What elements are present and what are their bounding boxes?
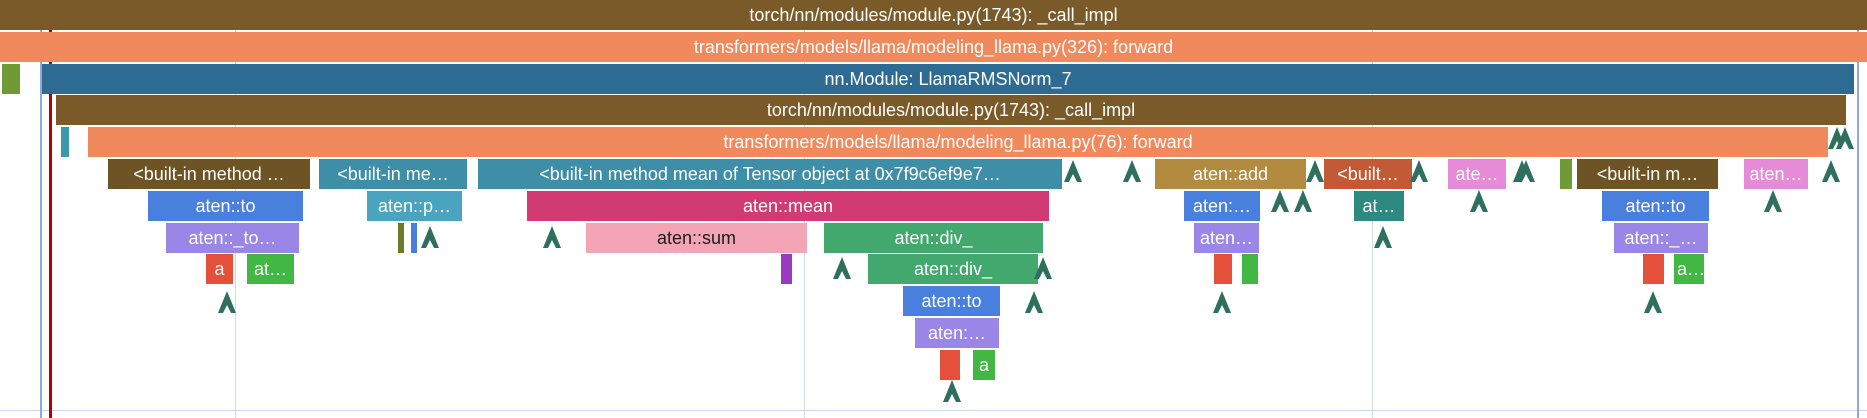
trace-slice-r6-aten-dots-1[interactable]: aten:… <box>1184 191 1260 221</box>
trace-slice-r5-small-green[interactable] <box>1560 159 1572 189</box>
trace-slice-r8-a-1[interactable]: a <box>206 254 233 284</box>
trace-slice-r7-aten-div-1[interactable]: aten::div_ <box>824 223 1043 253</box>
flow-arrow-icon[interactable] <box>1123 160 1141 182</box>
trace-slice-r6-aten-to-1[interactable]: aten::to <box>148 191 303 221</box>
trace-slice-r7-aten-2[interactable]: aten… <box>1194 223 1259 253</box>
flow-arrow-icon[interactable] <box>1644 291 1662 313</box>
flow-arrow-icon[interactable] <box>1064 160 1082 182</box>
trace-slice-r6-at[interactable]: at… <box>1354 191 1404 221</box>
trace-slice-r7-small-blue[interactable] <box>411 223 417 253</box>
trace-slice-r8-red-2[interactable] <box>1214 254 1232 284</box>
timeline-marker-line <box>49 0 52 418</box>
trace-slice-r8-small-purple[interactable] <box>781 254 792 284</box>
flow-arrow-icon[interactable] <box>1271 190 1289 212</box>
trace-slice-r1-forward[interactable]: transformers/models/llama/modeling_llama… <box>0 32 1867 62</box>
trace-slice-r6-aten-mean[interactable]: aten::mean <box>527 191 1049 221</box>
trace-slice-r4-small[interactable] <box>61 127 69 157</box>
timeline-marker-line <box>1857 0 1859 418</box>
timeline-marker-line <box>40 0 42 418</box>
trace-slice-r7-aten-to-2[interactable]: aten::_… <box>1614 223 1708 253</box>
trace-slice-r5-builtin-2[interactable]: <built-in me… <box>319 159 467 189</box>
trace-slice-r8-at-1[interactable]: at… <box>247 254 294 284</box>
trace-slice-r0-call-impl[interactable]: torch/nn/modules/module.py(1743): _call_… <box>0 0 1867 30</box>
flow-arrow-icon[interactable] <box>1306 160 1324 182</box>
flow-arrow-icon[interactable] <box>1294 190 1312 212</box>
flow-arrow-icon[interactable] <box>833 257 851 279</box>
trace-slice-r7-small-olive[interactable] <box>398 223 404 253</box>
flow-arrow-icon[interactable] <box>1213 291 1231 313</box>
flow-arrow-icon[interactable] <box>943 380 961 402</box>
trace-slice-r8-red-3[interactable] <box>1643 254 1664 284</box>
trace-slice-r5-builtin-mean[interactable]: <built-in method mean of Tensor object a… <box>478 159 1062 189</box>
trace-slice-r4-forward[interactable]: transformers/models/llama/modeling_llama… <box>88 127 1828 157</box>
trace-slice-r7-aten-to-1[interactable]: aten::_to… <box>166 223 299 253</box>
trace-slice-r5-aten-2[interactable]: aten… <box>1744 159 1808 189</box>
trace-slice-r5-aten-add[interactable]: aten::add <box>1155 159 1306 189</box>
flow-arrow-icon[interactable] <box>1517 160 1535 182</box>
trace-slice-r6-aten-to-2[interactable]: aten::to <box>1602 191 1709 221</box>
flow-arrow-icon[interactable] <box>1822 160 1840 182</box>
flow-arrow-icon[interactable] <box>1470 190 1488 212</box>
trace-slice-r6-aten-p[interactable]: aten::p… <box>367 191 462 221</box>
flow-arrow-icon[interactable] <box>1034 257 1052 279</box>
trace-slice-r7-aten-sum[interactable]: aten::sum <box>586 223 807 253</box>
trace-slice-r11-a[interactable]: a <box>973 350 995 380</box>
trace-slice-r11-red[interactable] <box>940 350 960 380</box>
trace-slice-r8-aten-div-2[interactable]: aten::div_ <box>868 254 1038 284</box>
flow-arrow-icon[interactable] <box>1025 291 1043 313</box>
trace-slice-r2-rmsnorm[interactable]: nn.Module: LlamaRMSNorm_7 <box>42 64 1854 94</box>
flow-arrow-icon[interactable] <box>543 226 561 248</box>
trace-slice-r8-green-2[interactable] <box>1242 254 1258 284</box>
trace-slice-r5-ate-1[interactable]: ate… <box>1448 159 1506 189</box>
trace-slice-r9-aten-to[interactable]: aten::to <box>903 286 1000 316</box>
flow-arrow-icon[interactable] <box>1764 190 1782 212</box>
flow-arrow-icon[interactable] <box>1410 160 1428 182</box>
flow-arrow-icon[interactable] <box>1374 226 1392 248</box>
trace-slice-r3-call-impl[interactable]: torch/nn/modules/module.py(1743): _call_… <box>56 95 1846 125</box>
trace-slice-r8-a-2[interactable]: a… <box>1674 254 1704 284</box>
timeline-bottom-border <box>0 410 1867 411</box>
trace-slice-r5-builtin-3[interactable]: <built… <box>1324 159 1412 189</box>
trace-slice-r2-small-left[interactable] <box>2 64 20 94</box>
flow-arrow-icon[interactable] <box>421 226 439 248</box>
trace-slice-r5-builtin-1[interactable]: <built-in method … <box>108 159 310 189</box>
trace-slice-r5-builtin-4[interactable]: <built-in m… <box>1577 159 1718 189</box>
trace-slice-r10-aten-dots[interactable]: aten:… <box>915 318 999 348</box>
flow-arrow-icon[interactable] <box>218 291 236 313</box>
flow-arrow-icon[interactable] <box>1836 127 1854 149</box>
